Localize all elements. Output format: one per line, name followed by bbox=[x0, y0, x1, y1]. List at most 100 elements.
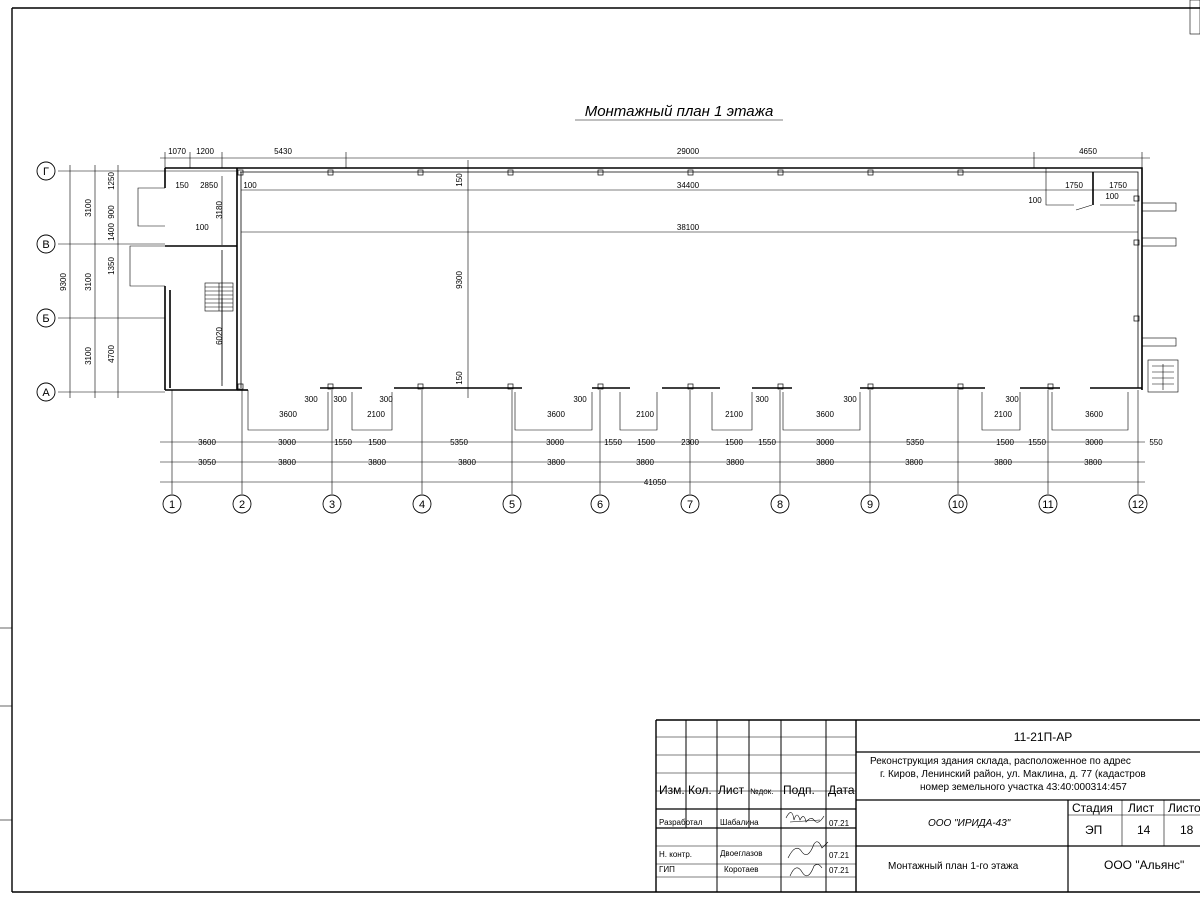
date-developer: 07.21 bbox=[829, 819, 850, 828]
dimension-bay: 2100 bbox=[636, 410, 654, 419]
dimension-left-inner: 4700 bbox=[107, 345, 116, 363]
dimension-bay: 3600 bbox=[547, 410, 565, 419]
column-axis-label: 6 bbox=[597, 499, 603, 511]
role-gip: ГИП bbox=[659, 865, 675, 874]
dimension-interior: 150 bbox=[455, 173, 464, 187]
dimension-row2: 3800 bbox=[905, 458, 923, 467]
dimension-row1: 5350 bbox=[906, 438, 924, 447]
dimension-bay: 3600 bbox=[816, 410, 834, 419]
dimension-top: 4650 bbox=[1079, 147, 1097, 156]
column-axis-bubble bbox=[770, 494, 790, 514]
column-axis-bubble bbox=[1128, 494, 1148, 514]
column-axis-label: 5 bbox=[509, 499, 515, 511]
floor-plan bbox=[129, 160, 1179, 431]
col-podp: Подп. bbox=[783, 783, 815, 797]
dimension-row1: 1550 bbox=[1028, 438, 1046, 447]
column-axis-bubble bbox=[162, 494, 182, 514]
dimension-row1: 1500 bbox=[996, 438, 1014, 447]
dimension-interior: 3180 bbox=[215, 201, 224, 219]
col-data: Дата bbox=[828, 783, 855, 797]
signature-dvoeglazov bbox=[787, 841, 829, 859]
column-axis-label: 8 bbox=[777, 499, 783, 511]
row-axis-label: Г bbox=[43, 166, 49, 178]
project-code: 11-21П-АР bbox=[1014, 730, 1072, 744]
row-axis-label: Б bbox=[42, 313, 49, 325]
dimension-row1: 5350 bbox=[450, 438, 468, 447]
dimension-bay: 3600 bbox=[279, 410, 297, 419]
dimension-interior: 2850 bbox=[200, 181, 218, 190]
column-axis-bubble bbox=[232, 494, 252, 514]
column-axis-label: 7 bbox=[687, 499, 693, 511]
dimension-bay: 300 bbox=[755, 395, 769, 404]
dimension-row2: 3800 bbox=[368, 458, 386, 467]
dimension-bay: 300 bbox=[379, 395, 393, 404]
dimension-left-inner: 900 bbox=[107, 205, 116, 219]
dimension-interior: 100 bbox=[243, 181, 257, 190]
row-axis-label: А bbox=[42, 387, 50, 399]
dimension-bay: 300 bbox=[333, 395, 347, 404]
dimension-row1: 3000 bbox=[278, 438, 296, 447]
dimension-row2: 3800 bbox=[994, 458, 1012, 467]
company: ООО "Альянс" bbox=[1104, 858, 1184, 872]
dimension-bay: 2100 bbox=[994, 410, 1012, 419]
col-kol: Кол. bbox=[688, 783, 712, 797]
dimension-bay: 2100 bbox=[725, 410, 743, 419]
dimension-top: 1070 bbox=[168, 147, 186, 156]
row-axis-bubble bbox=[36, 308, 56, 328]
column-axis-label: 2 bbox=[239, 499, 245, 511]
dimension-row1: 1550 bbox=[334, 438, 352, 447]
column-axis-bubble bbox=[322, 494, 342, 514]
row-axis-bubble bbox=[36, 234, 56, 254]
dimension-bay: 300 bbox=[843, 395, 857, 404]
dimension-interior: 100 bbox=[1105, 192, 1119, 201]
sheets-value: 18 bbox=[1180, 823, 1194, 837]
stage-value: ЭП bbox=[1085, 823, 1102, 837]
row-axis-bubble bbox=[36, 161, 56, 181]
column-axes bbox=[160, 390, 1145, 494]
dimension-row2: 3050 bbox=[198, 458, 216, 467]
dimension-left-bay: 3100 bbox=[84, 273, 93, 291]
dimension-row2: 3800 bbox=[547, 458, 565, 467]
role-norm-control: Н. контр. bbox=[659, 850, 692, 859]
dimension-interior: 34400 bbox=[677, 181, 700, 190]
sheets-label: Листо bbox=[1168, 801, 1200, 815]
dimension-left-bay: 3100 bbox=[84, 199, 93, 217]
column-axis-bubble bbox=[680, 494, 700, 514]
dimension-left-inner: 1350 bbox=[107, 257, 116, 275]
column-axis-bubble bbox=[1038, 494, 1058, 514]
dimension-row2: 3800 bbox=[816, 458, 834, 467]
column-axis-bubble bbox=[860, 494, 880, 514]
project-line-1: Реконструкция здания склада, расположенн… bbox=[870, 756, 1131, 767]
dimension-row1: 1500 bbox=[725, 438, 743, 447]
name-norm-control: Двоеглазов bbox=[720, 849, 763, 858]
signature-korotaev bbox=[789, 864, 823, 877]
dimension-row2: 3800 bbox=[726, 458, 744, 467]
col-list: Лист bbox=[718, 783, 745, 797]
row-axis-bubble bbox=[36, 382, 56, 402]
dimension-left-bay: 3100 bbox=[84, 347, 93, 365]
dimension-total: 41050 bbox=[644, 478, 667, 487]
dimension-interior: 1750 bbox=[1109, 181, 1127, 190]
role-developer: Разработал bbox=[659, 818, 703, 827]
column-axis-label: 1 bbox=[169, 499, 175, 511]
dimension-left-inner: 1250 bbox=[107, 172, 116, 190]
sheet-value: 14 bbox=[1137, 823, 1151, 837]
dimension-row1: 3000 bbox=[816, 438, 834, 447]
plan-title: Монтажный план 1 этажа bbox=[585, 103, 774, 120]
column-axis-label: 3 bbox=[329, 499, 335, 511]
title-block bbox=[655, 719, 1200, 892]
date-norm-control: 07.21 bbox=[829, 851, 850, 860]
dimension-top: 29000 bbox=[677, 147, 700, 156]
dimension-row2: 3800 bbox=[636, 458, 654, 467]
dimension-bay: 2100 bbox=[367, 410, 385, 419]
dimension-interior: 100 bbox=[195, 223, 209, 232]
dimension-interior: 100 bbox=[1028, 196, 1042, 205]
column-axis-label: 4 bbox=[419, 499, 425, 511]
dimension-row1: 550 bbox=[1149, 438, 1163, 447]
row-axes bbox=[58, 165, 237, 398]
column-axis-label: 11 bbox=[1042, 499, 1053, 511]
dimension-row2: 3800 bbox=[278, 458, 296, 467]
dimension-left-inner: 1400 bbox=[107, 223, 116, 241]
